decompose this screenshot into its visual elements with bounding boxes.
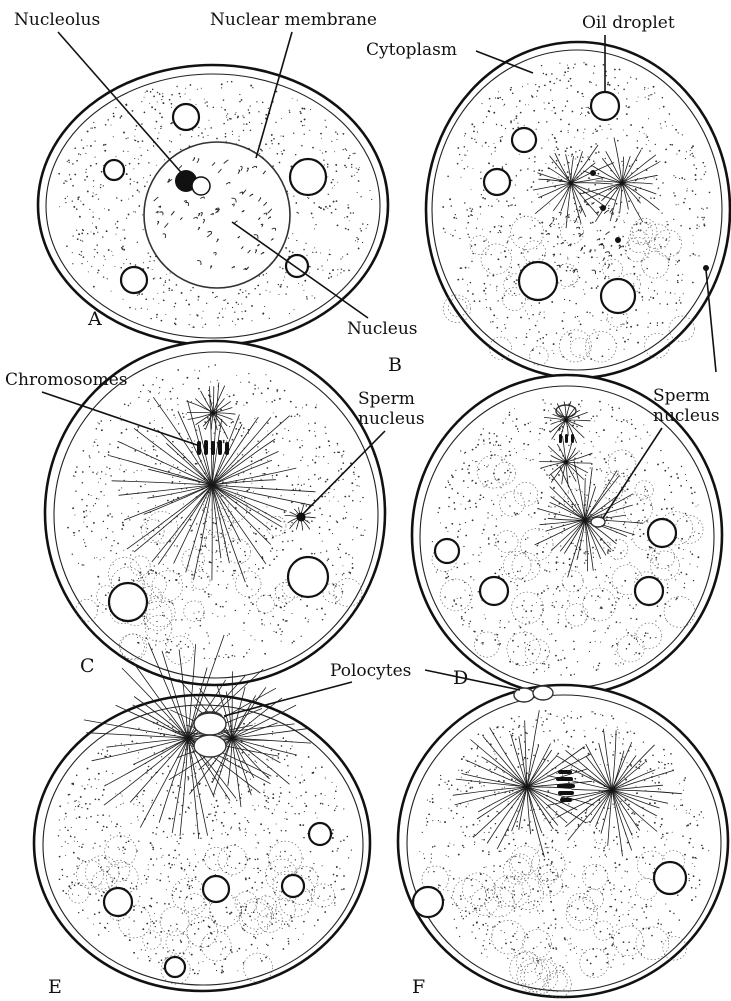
nucleolus-label: Nucleolus [14, 10, 100, 30]
panel-c-chromosome [211, 441, 215, 455]
panel-b-chromatin-granule [590, 170, 596, 176]
sperm-nucleus-d-label-line2: nucleus [653, 406, 720, 426]
panel-f-oil-droplet [413, 887, 443, 917]
panel-b-oil-droplet [519, 262, 557, 300]
panel-d-sperm-nucleus [591, 517, 605, 527]
panel-f-chromosome [557, 784, 575, 788]
panel-f-polocyte [533, 686, 553, 700]
panel-b-chromatin-granule [600, 205, 606, 211]
panel-f-chromosome [558, 791, 574, 795]
panel-a-nuclear-membrane [144, 142, 290, 288]
panel-f-cell-membrane [398, 685, 728, 997]
panel-d-oil-droplet [435, 539, 459, 563]
chromosomes-label: Chromosomes [5, 370, 128, 390]
panel-c-letter: C [80, 655, 95, 677]
panel-a-oil-droplet [121, 267, 147, 293]
panel-e-oil-droplet [104, 888, 132, 916]
panel-a-oil-droplet [290, 159, 326, 195]
sperm-nucleus-c-label-line2: nucleus [358, 409, 425, 429]
panel-c-chromosome [225, 442, 229, 455]
sperm-nucleus-d-label-line1: Sperm [653, 386, 710, 406]
panel-e-pronucleus [194, 713, 226, 735]
panel-c-chromosome [218, 440, 222, 455]
panel-b-oil-droplet [484, 169, 510, 195]
panel-b-chromatin-granule [615, 237, 621, 243]
panel-c-oil-droplet [109, 583, 147, 621]
panel-f-oil-droplet [654, 862, 686, 894]
oil-droplet-label: Oil droplet [582, 13, 675, 33]
panel-f-chromosome [560, 798, 572, 802]
panel-b-oil-droplet [591, 92, 619, 120]
panel-d-chromosome [565, 434, 568, 443]
panel-d-chromosome [559, 434, 562, 443]
panel-b-letter: B [388, 354, 402, 376]
panel-b-oil-droplet [512, 128, 536, 152]
panel-e-oil-droplet [282, 875, 304, 897]
panel-a-nucleolus-light [192, 177, 210, 195]
panel-c-chromosome [197, 441, 201, 455]
panel-e-letter: E [48, 976, 62, 998]
panel-e-oil-droplet [309, 823, 331, 845]
panel-d-oil-droplet [648, 519, 676, 547]
cytoplasm-label: Cytoplasm [366, 40, 457, 60]
panel-c-oil-droplet [288, 557, 328, 597]
panel-d-oil-droplet [480, 577, 508, 605]
panel-c-chromosome [204, 440, 208, 455]
panel-f-chromosome [558, 770, 572, 774]
panel-e: E [34, 635, 370, 998]
panel-f-letter: F [412, 976, 425, 998]
panel-d-chromosome-group [559, 434, 574, 443]
panel-e-oil-droplet [165, 957, 185, 977]
nuclear-membrane-label: Nuclear membrane [210, 10, 377, 30]
panel-a-letter: A [87, 308, 102, 330]
panel-d-oil-droplet [635, 577, 663, 605]
panel-e-oil-droplet [203, 876, 229, 902]
sperm-nucleus-c-label-line1: Sperm [358, 389, 415, 409]
panel-d-chromosome [571, 434, 574, 443]
panel-a-oil-droplet [104, 160, 124, 180]
panel-f: F [398, 685, 728, 998]
panel-a-oil-droplet [173, 104, 199, 130]
nucleus-label: Nucleus [347, 319, 418, 339]
panel-a: A [38, 65, 388, 345]
panel-b-oil-droplet [601, 279, 635, 313]
panel-c: C [45, 341, 385, 685]
panel-f-chromosome [556, 777, 573, 781]
panel-e-pronucleus [194, 735, 226, 757]
panel-b: B [388, 42, 730, 378]
polocytes-label: Polocytes [330, 661, 411, 681]
